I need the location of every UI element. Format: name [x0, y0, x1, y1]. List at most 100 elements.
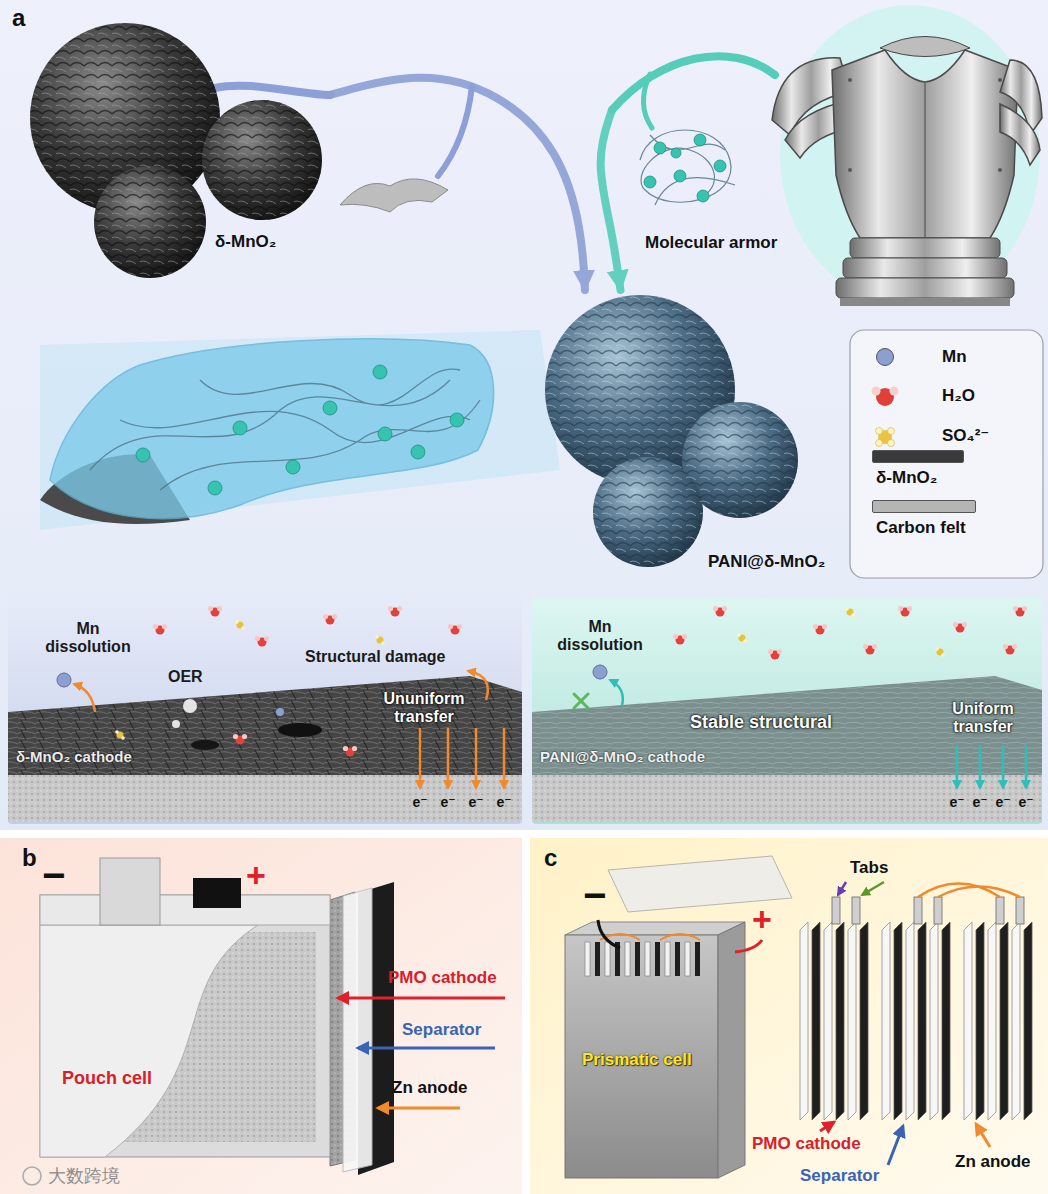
panel-backgrounds	[530, 838, 1048, 1194]
mno2-spheres	[94, 166, 206, 278]
text-anchor: b	[22, 844, 37, 872]
prismatic-cell-art	[565, 922, 745, 935]
molecular-armor-art	[644, 134, 726, 202]
cathode-comparison	[1003, 644, 1017, 655]
legend-box	[850, 330, 1043, 578]
synthesis-arrow	[330, 78, 585, 290]
molecular-armor-art	[612, 56, 775, 110]
legend-text: H₂O	[942, 386, 975, 406]
text-anchor: +	[246, 856, 266, 895]
text-anchor: PANI@δ-MnO₂ cathode	[540, 748, 705, 765]
legend-box	[876, 428, 883, 435]
molecular-armor-art	[694, 134, 706, 146]
annotation-label: PMO cathode	[752, 1134, 861, 1154]
molecular-armor-art	[671, 148, 681, 158]
text-anchor: a	[12, 4, 25, 32]
text-anchor: Zn anode	[392, 1078, 468, 1098]
text-anchor: Tabs	[850, 858, 888, 878]
text-anchor: Zn anode	[955, 1152, 1031, 1172]
pani-illustration	[233, 421, 247, 435]
legend-swatch	[876, 348, 894, 366]
pouch-cell-art	[378, 1107, 460, 1110]
pani-illustration	[136, 448, 150, 462]
legend-box	[888, 440, 895, 447]
molecular-armor-art	[780, 5, 1040, 305]
cathode-comparison	[172, 720, 180, 728]
cathode-comparison	[74, 684, 95, 712]
pouch-cell-art	[40, 925, 258, 1157]
annotation-label: −	[42, 852, 65, 898]
legend-box	[876, 440, 883, 447]
cathode-comparison	[1025, 745, 1028, 788]
pani-illustration	[450, 413, 464, 427]
text-anchor: e⁻	[412, 794, 428, 810]
cathode-comparison	[153, 624, 167, 635]
annotation-label: e⁻	[995, 794, 1011, 810]
panel-backgrounds	[0, 0, 1048, 830]
prismatic-cell-art	[595, 942, 600, 976]
molecular-armor-art	[832, 50, 1018, 238]
text-anchor: Stable structural	[690, 712, 832, 733]
molecular-armor-art	[643, 74, 652, 128]
prismatic-cell-art	[976, 1124, 990, 1147]
annotation-label: e⁻	[440, 794, 456, 810]
pani-illustration	[208, 481, 222, 495]
molecular-armor-art	[998, 78, 1002, 82]
cathode-comparison	[323, 614, 337, 625]
prismatic-cell-art	[906, 922, 914, 1120]
prismatic-cell-art	[894, 922, 902, 1120]
prismatic-cell-art	[824, 922, 832, 1120]
molecular-armor-art	[644, 176, 656, 188]
molecular-armor-art	[612, 5, 1042, 306]
prismatic-cell-art	[848, 922, 856, 1120]
prismatic-cell-art	[832, 897, 1024, 924]
text-anchor: Separator	[402, 1020, 481, 1040]
pouch-cell-art	[23, 1167, 41, 1185]
figure-label: δ-MnO₂ cathode	[16, 748, 132, 765]
cathode-comparison	[610, 680, 623, 706]
synthesis-arrow	[601, 110, 621, 290]
prismatic-cell-art	[585, 942, 690, 976]
prismatic-cell-art	[836, 922, 844, 1120]
cathode-comparison	[532, 598, 1042, 824]
annotation-label: Zn anode	[955, 1152, 1031, 1172]
cathode-comparison	[8, 775, 522, 822]
pouch-cell-art	[100, 858, 160, 925]
molecular-armor-art	[840, 298, 1010, 306]
prismatic-cell-art	[635, 942, 640, 976]
molecular-armor-art	[714, 160, 726, 172]
prismatic-cell-art	[685, 942, 690, 976]
prismatic-cell-art	[645, 942, 650, 976]
text-anchor: SO₄²⁻	[942, 426, 989, 446]
text-anchor: Prismatic cell	[582, 1050, 692, 1070]
prismatic-cell-art	[914, 897, 922, 924]
prismatic-cell-art	[930, 922, 938, 1120]
cathode-comparison	[343, 746, 357, 757]
annotation-label: 大数跨境	[48, 1166, 120, 1187]
cathode-comparison	[1013, 606, 1027, 617]
cathode-comparison	[898, 606, 912, 617]
cathode-comparison	[419, 728, 422, 788]
legend-box	[888, 428, 895, 435]
legend-swatch	[872, 450, 964, 463]
pani-illustration	[50, 339, 494, 519]
molecular-armor-art	[843, 258, 1007, 278]
legend-text: SO₄²⁻	[942, 426, 989, 446]
prismatic-cell-art	[820, 1122, 834, 1131]
prismatic-cell-art	[735, 940, 762, 952]
cathode-comparison	[57, 673, 71, 687]
cathode-comparison	[208, 606, 222, 617]
text-anchor: e⁻	[496, 794, 512, 810]
molecular-armor-art	[850, 238, 1000, 258]
material-figure: Molecular armor	[612, 10, 1044, 265]
legend-box	[872, 387, 899, 407]
annotation-label: e⁻	[496, 794, 512, 810]
pani-illustration	[40, 295, 798, 567]
mno2-spheres	[202, 100, 322, 220]
prismatic-cell-art	[918, 884, 1020, 898]
prismatic-cell-art	[598, 920, 620, 948]
prismatic-cell-art	[988, 922, 996, 1120]
text-anchor: e⁻	[468, 794, 484, 810]
annotation-label: Separator	[800, 1166, 879, 1186]
